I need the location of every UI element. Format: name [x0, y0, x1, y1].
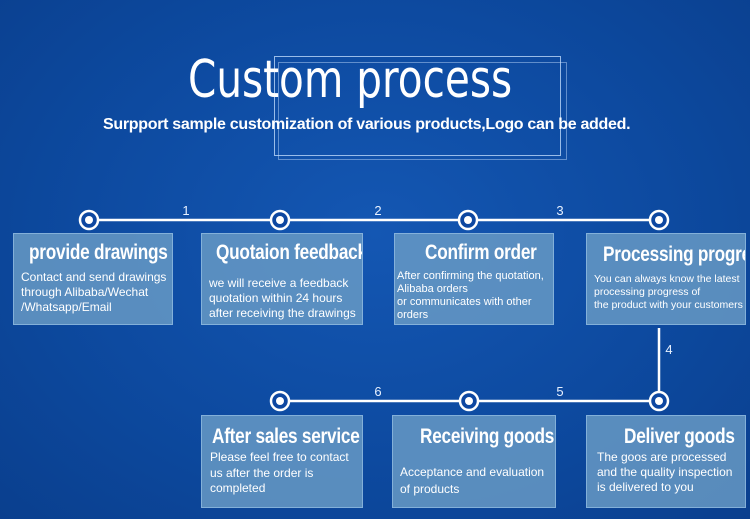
step-box-confirm-order: Confirm order After confirming the quota…: [394, 233, 554, 325]
step-title: provide drawings: [29, 241, 168, 264]
step-box-after-sales-service: After sales service Please feel free to …: [201, 415, 363, 508]
step-box-receiving-goods: Receiving goods Acceptance and evaluatio…: [392, 415, 556, 508]
node-2: [269, 209, 291, 231]
step-description: Contact and send drawings through Alibab…: [21, 270, 167, 314]
step-box-provide-drawings: provide drawings Contact and send drawin…: [13, 233, 173, 325]
step-title: Confirm order: [425, 241, 537, 264]
step-title: Deliver goods: [624, 425, 735, 448]
step-number-2: 2: [374, 203, 382, 218]
step-description: The goos are processed and the quality i…: [597, 450, 733, 494]
step-number-5: 5: [556, 384, 564, 399]
node-4: [648, 209, 670, 231]
node-1: [78, 209, 100, 231]
step-description: Please feel free to contact us after the…: [210, 450, 349, 495]
title-frame-shadow: [278, 62, 567, 160]
step-box-processing-progress: Processing progress You can always know …: [586, 233, 746, 325]
step-number-1: 1: [182, 203, 190, 218]
node-5: [648, 390, 670, 412]
step-title: Processing progress: [603, 243, 745, 266]
node-6: [458, 390, 480, 412]
step-description: we will receive a feedback quotation wit…: [209, 276, 356, 320]
step-title: Receiving goods: [420, 425, 555, 448]
step-description: Acceptance and evaluation of products: [400, 465, 545, 496]
step-number-3: 3: [556, 203, 564, 218]
title-frame: [274, 56, 561, 156]
step-title: After sales service: [212, 425, 360, 448]
step-number-4: 4: [665, 342, 673, 357]
step-description: You can always know the latest processin…: [594, 273, 743, 311]
step-box-quotation-feedback: Quotaion feedback we will receive a feed…: [201, 233, 363, 325]
step-description: After confirming the quotation, Alibaba …: [397, 270, 544, 321]
page-subtitle: Surpport sample customization of various…: [103, 116, 631, 133]
step-number-6: 6: [374, 384, 382, 399]
node-circles: [78, 209, 670, 412]
step-box-deliver-goods: Deliver goods The goos are processed and…: [586, 415, 746, 508]
step-title: Quotaion feedback: [216, 241, 363, 264]
node-3: [457, 209, 479, 231]
node-7: [269, 390, 291, 412]
